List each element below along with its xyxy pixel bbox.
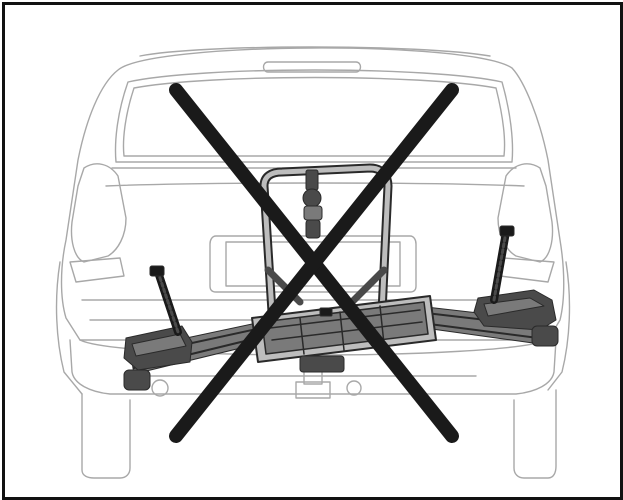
hitch-bike-rack xyxy=(123,163,559,391)
frame-clamp xyxy=(302,169,323,239)
prohibition-cross xyxy=(169,83,459,443)
vehicle-rear-outline xyxy=(55,46,571,479)
rack-center-body xyxy=(251,295,437,373)
left-wheel-tray xyxy=(123,265,283,391)
cross-stroke-2 xyxy=(169,83,459,443)
